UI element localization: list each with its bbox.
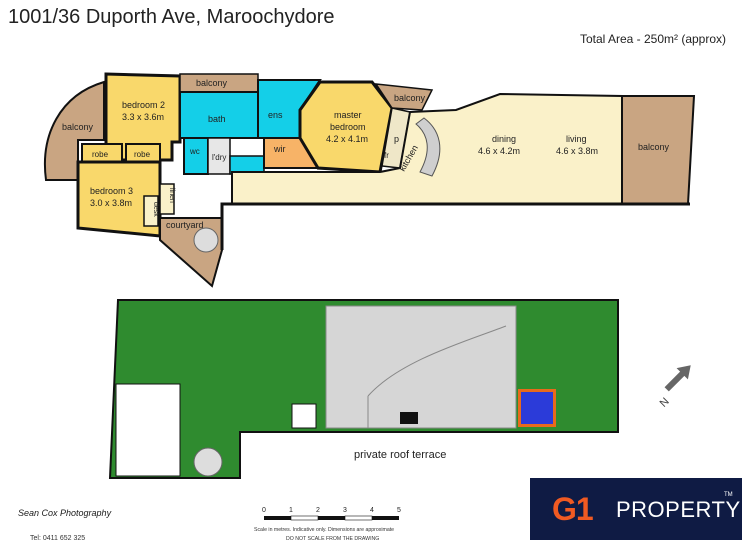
scale-note-2: DO NOT SCALE FROM THE DRAWING: [286, 536, 379, 542]
robe-1-label: robe: [92, 150, 109, 159]
scale-tick-5: 5: [397, 507, 401, 514]
logo-wordmark: PROPERTY: [616, 497, 741, 522]
bedroom-2-size: 3.3 x 3.6m: [122, 112, 164, 122]
roof-terrace-arc: [367, 325, 507, 397]
master-bedroom-size: 4.2 x 4.1m: [326, 134, 368, 144]
bath-label: bath: [208, 114, 226, 124]
master-bedroom-area: [298, 80, 394, 174]
master-bedroom-label-2: bedroom: [330, 122, 366, 132]
linen-area: [159, 183, 175, 215]
roof-skylight: [291, 403, 317, 429]
scale-bar: 0 1 2 3 4 5 Scale in metres. Indicative …: [254, 507, 401, 542]
roof-stair: [193, 447, 223, 477]
kitchen-bench: [415, 117, 441, 177]
roof-terrace-label: private roof terrace: [354, 449, 446, 461]
wc-area: [183, 137, 209, 175]
master-bedroom-label: master: [334, 110, 362, 120]
ensuite-label: ens: [268, 110, 283, 120]
plunge-pool: [521, 392, 553, 424]
scale-tick-4: 4: [370, 507, 374, 514]
scale-tick-2: 2: [316, 507, 320, 514]
bedroom-3-label: bedroom 3: [90, 186, 133, 196]
roof-paving: [325, 305, 517, 429]
pantry-label: p: [394, 134, 399, 144]
scale-seg-1: [264, 516, 291, 520]
balcony-mid-label: balcony: [394, 93, 426, 103]
g1-property-logo: G1 PROPERTY TM: [530, 478, 742, 540]
linen-label: linen: [168, 188, 175, 203]
robe-2-label: robe: [134, 150, 151, 159]
living-label: living: [566, 134, 587, 144]
scale-seg-3: [318, 516, 345, 520]
total-area: Total Area - 250m² (approx): [579, 32, 726, 46]
scale-note-1: Scale in metres. Indicative only. Dimens…: [254, 527, 394, 533]
scale-tick-1: 1: [289, 507, 293, 514]
desk-area: [143, 195, 159, 227]
north-label: N: [658, 396, 672, 410]
scale-seg-4: [344, 515, 373, 521]
courtyard-label: courtyard: [166, 220, 204, 230]
balcony-top-label: balcony: [196, 78, 228, 88]
balcony-left-label: balcony: [62, 122, 94, 132]
scale-tick-3: 3: [343, 507, 347, 514]
dining-size: 4.6 x 4.2m: [478, 146, 520, 156]
living-size: 4.6 x 3.8m: [556, 146, 598, 156]
logo-mark: G1: [552, 491, 594, 527]
photographer-credit: Sean Cox Photography: [18, 508, 112, 518]
logo-trademark: TM: [724, 492, 733, 498]
wc-label: wc: [189, 147, 200, 156]
roof-void: [115, 383, 181, 477]
balcony-right-label: balcony: [638, 142, 670, 152]
roof-hatch: [400, 412, 418, 424]
courtyard-stair: [193, 227, 219, 253]
desk-label: desk: [152, 202, 159, 217]
dining-label: dining: [492, 134, 516, 144]
balcony-mid-area: [374, 83, 434, 111]
laundry-label: l'dry: [212, 153, 226, 162]
bedroom-3-size: 3.0 x 3.8m: [90, 198, 132, 208]
fridge-label: fr: [384, 151, 389, 160]
scale-seg-5: [372, 516, 399, 520]
south-wall: [220, 202, 690, 250]
photographer-tel: Tel: 0411 652 325: [30, 535, 86, 542]
scale-tick-0: 0: [262, 507, 266, 514]
property-address: 1001/36 Duporth Ave, Maroochydore: [8, 6, 335, 28]
wir-label: wir: [273, 144, 286, 154]
bedroom-2-label: bedroom 2: [122, 100, 165, 110]
scale-seg-2: [290, 515, 319, 521]
north-arrow-icon: [664, 365, 691, 392]
